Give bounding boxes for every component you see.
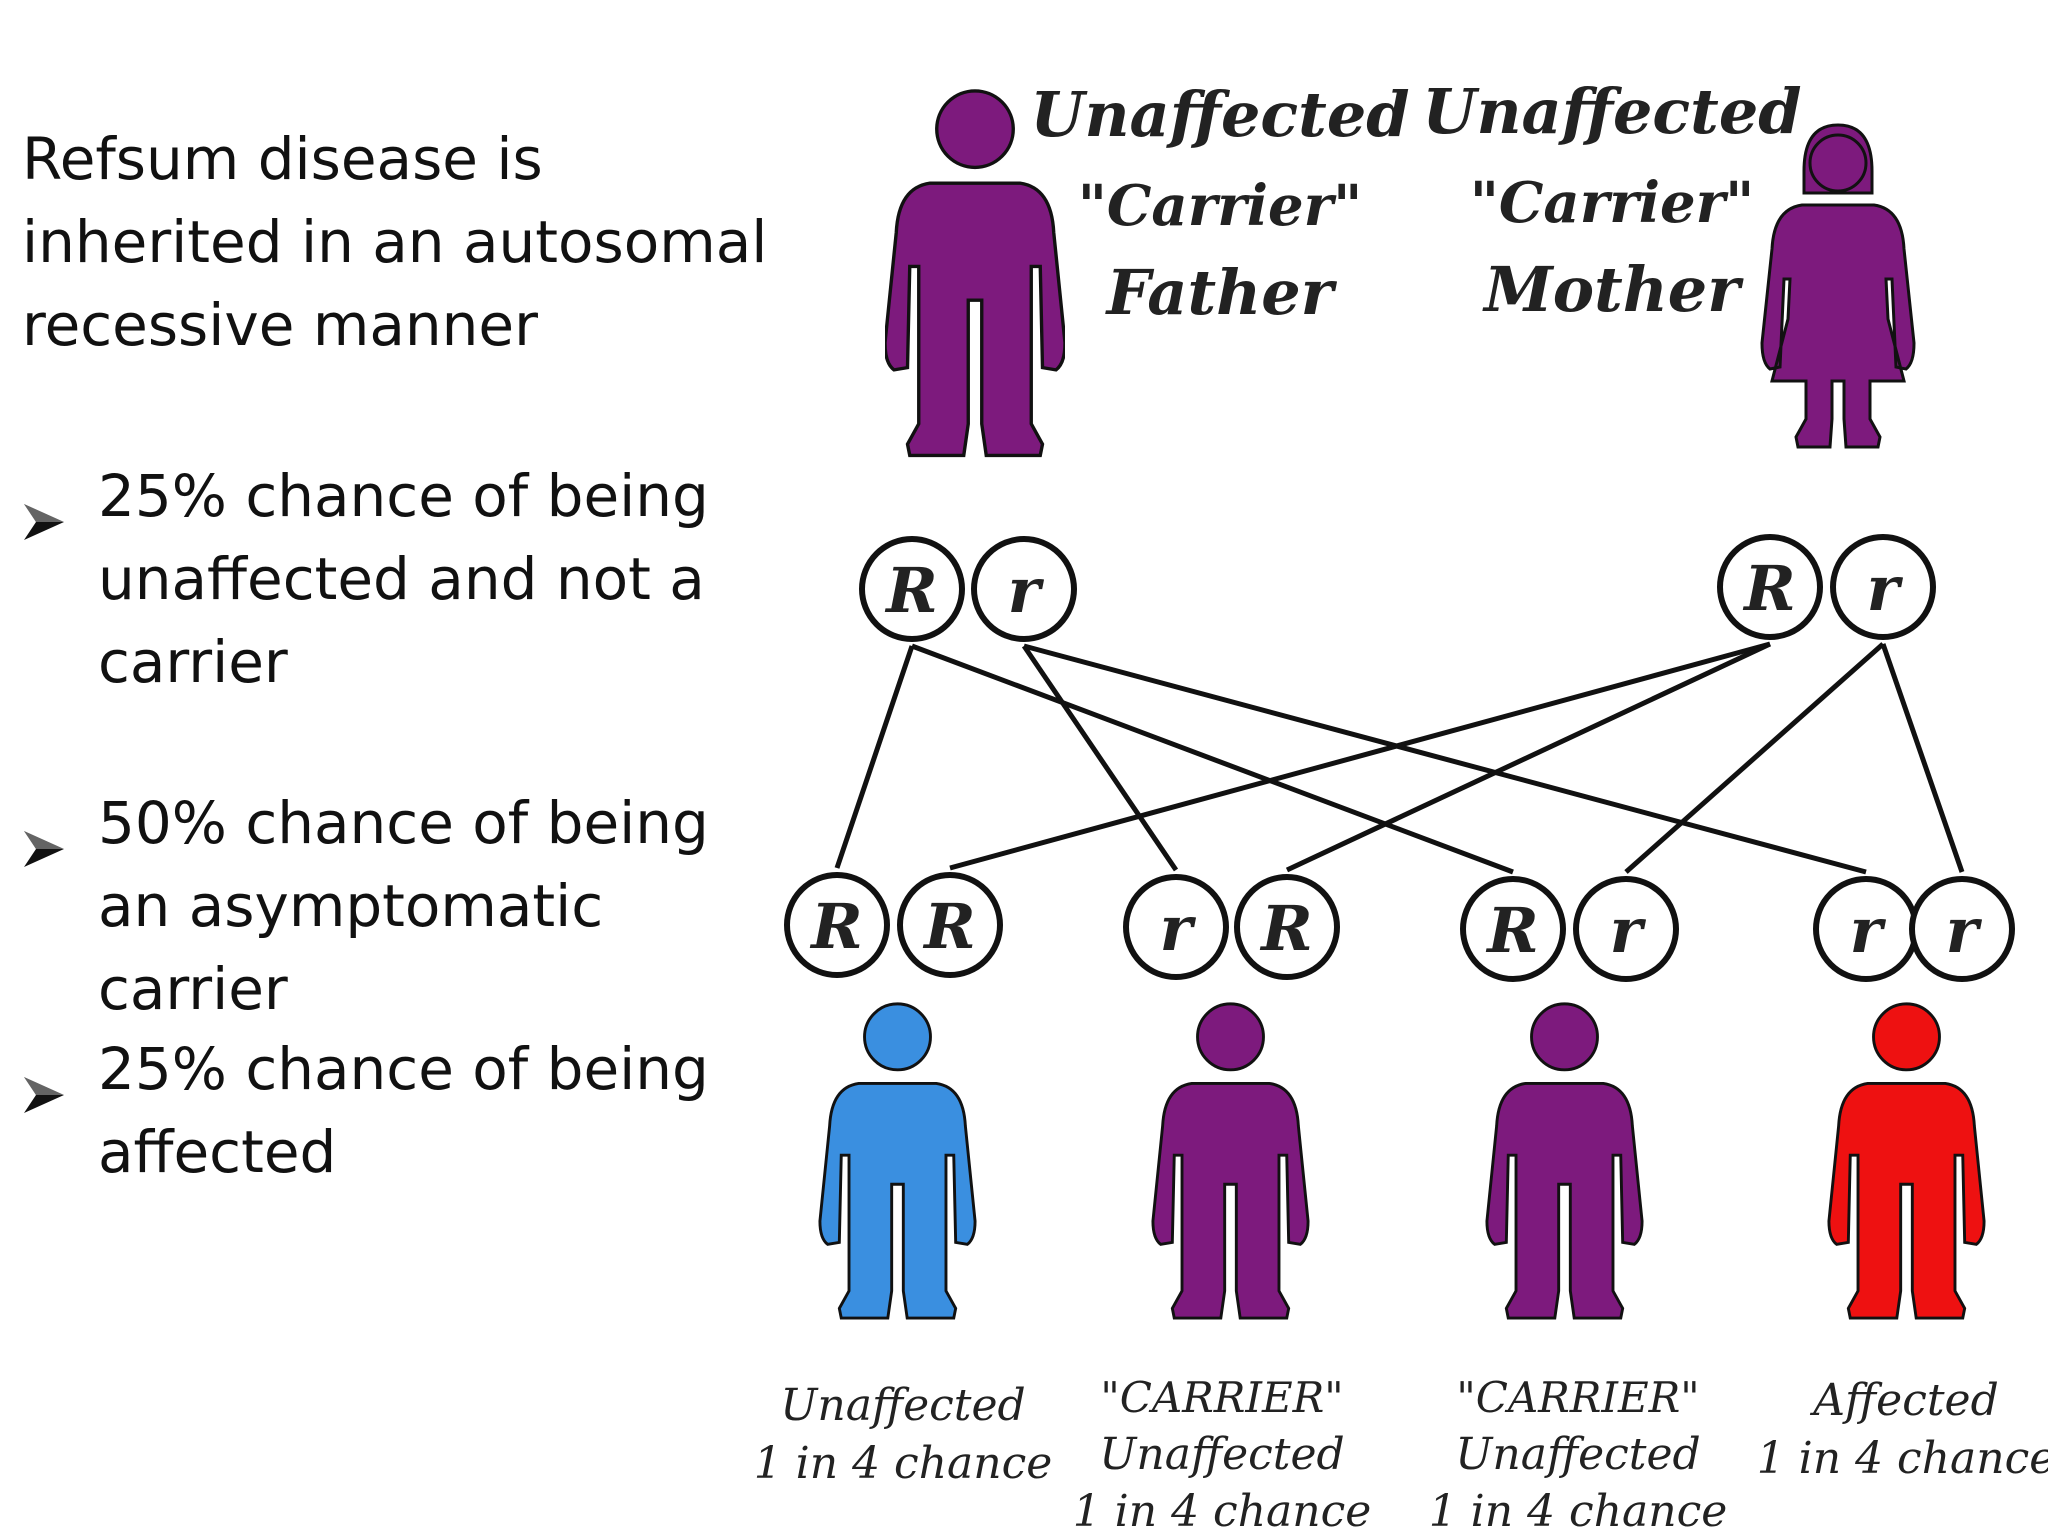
child4-label-chance: 1 in 4 chance bbox=[1757, 1433, 2048, 1484]
line-mother-R-child1 bbox=[949, 641, 1771, 871]
child1-allele-circle bbox=[897, 872, 1003, 978]
mother-label-line1: Unaffected bbox=[1422, 75, 1801, 148]
bullet-not-carrier: 25% chance of being unaffected and not a… bbox=[22, 455, 782, 704]
child2-label-chance: 1 in 4 chance bbox=[1073, 1486, 1372, 1536]
inheritance-lines bbox=[834, 641, 1965, 875]
child4-figure-icon bbox=[1827, 1002, 1986, 1320]
child3-allele-2: r bbox=[1610, 894, 1647, 967]
child1-label-chance: 1 in 4 chance bbox=[754, 1438, 1053, 1489]
child4-label-status: Affected bbox=[1809, 1375, 1999, 1426]
child3-figure-icon bbox=[1485, 1002, 1644, 1320]
father-label-line1: Unaffected bbox=[1030, 78, 1409, 151]
child3-label-status: Unaffected bbox=[1455, 1429, 1700, 1480]
child1-allele-1: R bbox=[809, 890, 863, 963]
child4-allele-2: r bbox=[1946, 894, 1983, 967]
mother-allele-circle bbox=[1830, 534, 1936, 640]
child1-figure-icon bbox=[818, 1002, 977, 1320]
child4-allele-1: r bbox=[1850, 894, 1887, 967]
child2-label-status: Unaffected bbox=[1099, 1429, 1344, 1480]
line-father-r-child2 bbox=[1021, 644, 1179, 872]
child2-figure-icon bbox=[1151, 1002, 1310, 1320]
child3-allele-1: R bbox=[1485, 894, 1539, 967]
father-allele-1: R bbox=[884, 554, 938, 627]
child2-allele-circle bbox=[1123, 874, 1229, 980]
father-label-line3: Father bbox=[1105, 256, 1338, 329]
mother-allele-2: r bbox=[1867, 552, 1904, 625]
arrow-bullet-icon bbox=[22, 481, 66, 564]
bullet-text: 25% chance of being unaffected and not a… bbox=[98, 462, 709, 696]
father-label-line2: "Carrier" bbox=[1078, 173, 1363, 239]
mother-label-line3: Mother bbox=[1482, 253, 1744, 326]
mother-allele-circle bbox=[1717, 534, 1823, 640]
child4-allele-circle bbox=[1909, 876, 2015, 982]
line-father-r-child4 bbox=[1023, 643, 1867, 875]
slide-text: Refsum disease is inherited in an autoso… bbox=[0, 0, 800, 1536]
line-father-R-child3 bbox=[911, 643, 1514, 875]
child3-allele-circle bbox=[1460, 876, 1566, 982]
child2-label-carrier: "CARRIER" bbox=[1100, 1373, 1343, 1422]
line-mother-r-child3 bbox=[1624, 642, 1885, 874]
child2-allele-1: r bbox=[1160, 892, 1197, 965]
mother-figure-icon bbox=[1760, 123, 1916, 449]
child3-allele-circle bbox=[1573, 876, 1679, 982]
line-mother-R-child2 bbox=[1285, 641, 1772, 873]
child1-allele-2: R bbox=[922, 890, 976, 963]
line-father-R-child1 bbox=[834, 645, 915, 869]
line-mother-r-child4 bbox=[1880, 643, 1965, 873]
bullet-affected: 25% chance of being affected bbox=[22, 1028, 782, 1194]
bullet-text: 25% chance of being affected bbox=[98, 1035, 709, 1186]
child3-label-carrier: "CARRIER" bbox=[1456, 1373, 1699, 1422]
child1-label-status: Unaffected bbox=[780, 1380, 1025, 1431]
bullet-carrier: 50% chance of being an asymptomatic carr… bbox=[22, 782, 782, 1031]
child3-label-chance: 1 in 4 chance bbox=[1429, 1486, 1728, 1536]
father-allele-circle bbox=[859, 536, 965, 642]
child1-allele-circle bbox=[784, 872, 890, 978]
arrow-bullet-icon bbox=[22, 1054, 66, 1137]
father-allele-circle bbox=[971, 536, 1077, 642]
bullet-text: 50% chance of being an asymptomatic carr… bbox=[98, 789, 709, 1023]
mother-label-line2: "Carrier" bbox=[1470, 170, 1755, 236]
child2-allele-2: R bbox=[1259, 892, 1313, 965]
child2-allele-circle bbox=[1234, 874, 1340, 980]
intro-text: Refsum disease is inherited in an autoso… bbox=[22, 125, 768, 359]
arrow-bullet-icon bbox=[22, 808, 66, 891]
mother-allele-1: R bbox=[1742, 552, 1796, 625]
father-allele-2: r bbox=[1008, 554, 1045, 627]
